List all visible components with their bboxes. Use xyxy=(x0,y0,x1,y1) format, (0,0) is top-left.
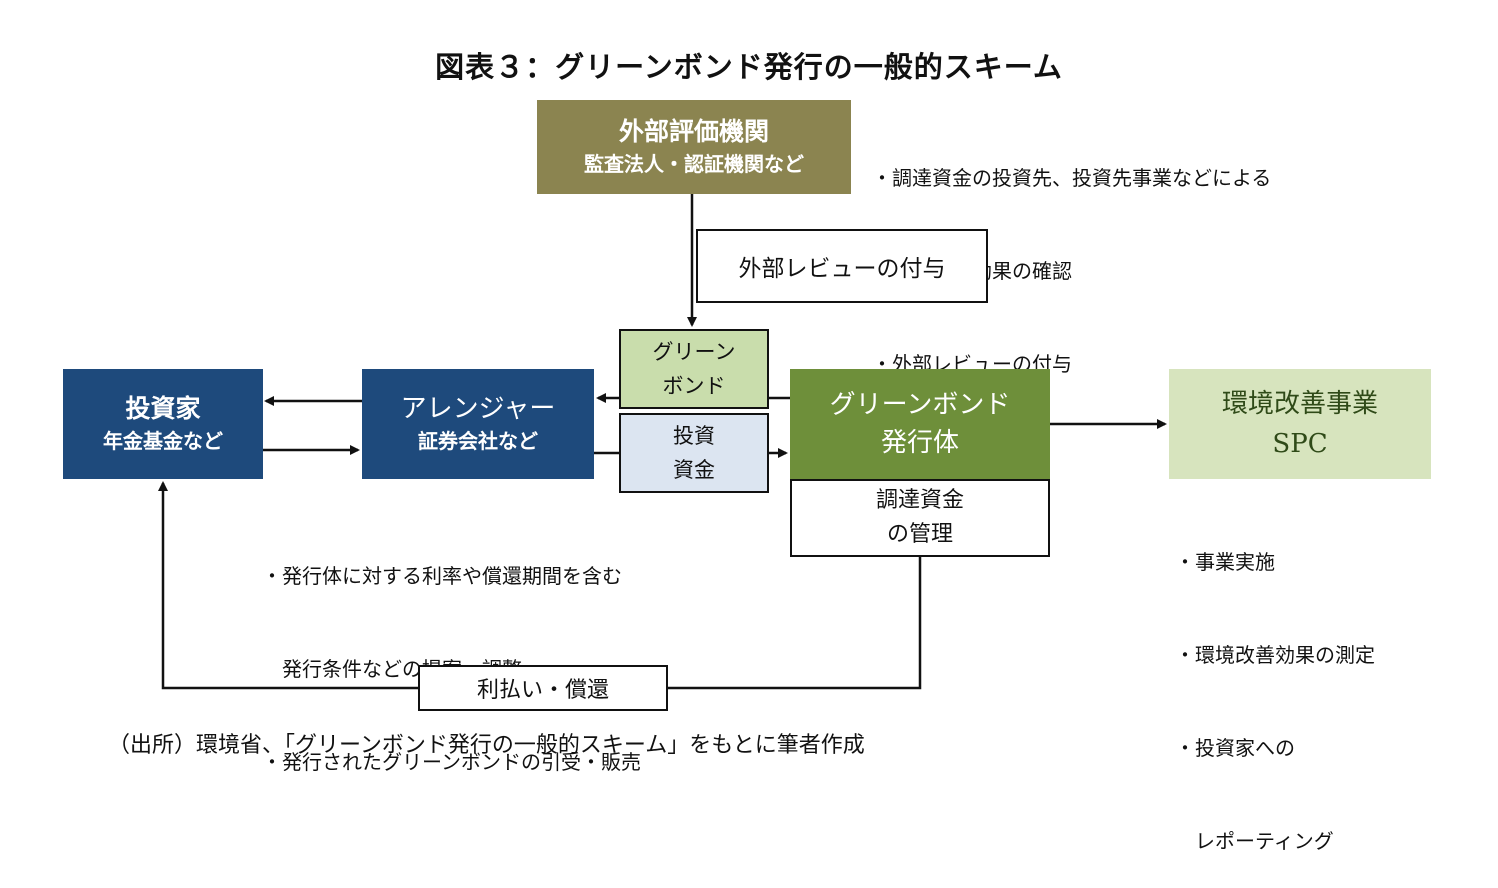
investor-examples: 年金基金など xyxy=(103,429,223,453)
interest-redemption-label: 利払い・償還 xyxy=(418,665,668,711)
external-reviewer-box: 外部評価機関 監査法人・認証機関など xyxy=(537,100,851,194)
fund-management-box: 調達資金 の管理 xyxy=(790,479,1050,557)
investment-funds-label: 投資 資金 xyxy=(619,413,769,493)
fund-management-line: の管理 xyxy=(886,522,953,547)
spc-notes: ・事業実施 ・環境改善効果の測定 ・投資家への レポーティング xyxy=(1175,485,1375,888)
arranger-note-line: ・発行されたグリーンボンドの引受・販売 xyxy=(262,750,641,774)
spc-box: 環境改善事業 SPC xyxy=(1169,369,1431,479)
review-label: 外部レビューの付与 xyxy=(696,229,988,303)
green-bond-label-line: ボンド xyxy=(662,374,726,398)
spc-note-line: ・環境改善効果の測定 xyxy=(1175,643,1375,667)
arranger-name: アレンジャー xyxy=(400,394,556,424)
source-note: （出所）環境省、「グリーンボンド発行の一般的スキーム」をもとに筆者作成 xyxy=(108,733,865,758)
spc-note-line: ・投資家への xyxy=(1175,736,1295,760)
external-reviewer-name: 外部評価機関 xyxy=(618,117,769,146)
spc-line1: 環境改善事業 xyxy=(1221,389,1378,419)
issuer-line1: グリーンボンド xyxy=(829,390,1011,420)
issuer-box: グリーンボンド 発行体 xyxy=(790,369,1050,479)
arranger-box: アレンジャー 証券会社など xyxy=(362,369,594,479)
funds-label-line: 資金 xyxy=(673,458,715,482)
external-reviewer-examples: 監査法人・認証機関など xyxy=(584,152,804,176)
green-bond-label-line: グリーン xyxy=(652,340,736,364)
arranger-examples: 証券会社など xyxy=(418,429,538,453)
fund-management-line: 調達資金 xyxy=(875,488,964,513)
investor-name: 投資家 xyxy=(125,394,201,423)
issuer-line2: 発行体 xyxy=(880,428,959,458)
funds-label-line: 投資 xyxy=(673,424,715,448)
spc-note-line: ・事業実施 xyxy=(1175,550,1275,574)
spc-note-line: レポーティング xyxy=(1175,829,1334,853)
page-title: 図表３：グリーンボンド発行の一般的スキーム xyxy=(435,50,1063,84)
arranger-note-line: ・発行体に対する利率や償還期間を含む xyxy=(262,564,622,588)
external-note-line: ・調達資金の投資先、投資先事業などによる xyxy=(872,166,1272,190)
spc-line2: SPC xyxy=(1272,429,1328,459)
arranger-notes: ・発行体に対する利率や償還期間を含む 発行条件などの提案・調整 ・発行されたグリ… xyxy=(262,499,641,809)
green-bond-label: グリーン ボンド xyxy=(619,329,769,409)
investor-box: 投資家 年金基金など xyxy=(63,369,263,479)
